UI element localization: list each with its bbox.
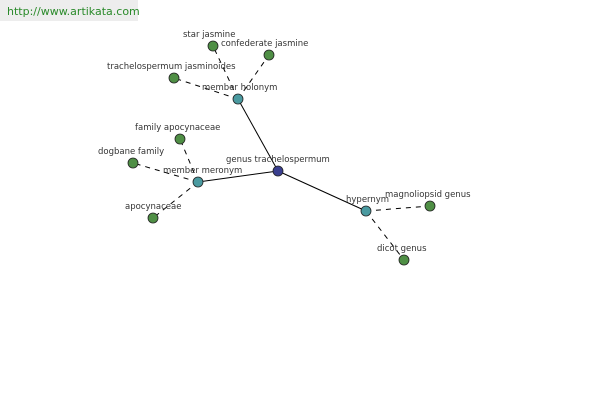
word-label[interactable]: dogbane family bbox=[98, 147, 164, 157]
word-node[interactable] bbox=[174, 133, 186, 145]
url-banner: http://www.artikata.com bbox=[0, 0, 140, 21]
word-node[interactable] bbox=[127, 157, 139, 169]
word-label[interactable]: trachelospermum jasminoides bbox=[107, 62, 236, 72]
relation-node-holonym[interactable] bbox=[232, 93, 244, 105]
edge-center-holonym bbox=[237, 98, 279, 172]
edge-hypernym-w8 bbox=[365, 210, 405, 261]
edge-meronym-w4 bbox=[179, 138, 199, 183]
edge-meronym-w6 bbox=[152, 181, 199, 219]
edge-center-hypernym bbox=[277, 170, 367, 212]
relation-label-hypernym[interactable]: hypernym bbox=[346, 195, 389, 205]
edge-holonym-w2 bbox=[237, 54, 270, 100]
center-label[interactable]: genus trachelospermum bbox=[226, 155, 330, 165]
word-node[interactable] bbox=[207, 40, 219, 52]
edge-holonym-w3 bbox=[173, 77, 239, 100]
word-node[interactable] bbox=[424, 200, 436, 212]
word-node[interactable] bbox=[147, 212, 159, 224]
word-label[interactable]: apocynaceae bbox=[125, 202, 181, 212]
relation-node-meronym[interactable] bbox=[192, 176, 204, 188]
word-label[interactable]: magnoliopsid genus bbox=[385, 190, 471, 200]
center-node[interactable] bbox=[272, 165, 284, 177]
edge-meronym-w5 bbox=[132, 162, 199, 183]
relation-node-hypernym[interactable] bbox=[360, 205, 372, 217]
word-label[interactable]: confederate jasmine bbox=[221, 39, 308, 49]
word-node[interactable] bbox=[168, 72, 180, 84]
relation-label-meronym[interactable]: member meronym bbox=[163, 166, 242, 176]
edge-center-meronym bbox=[197, 170, 279, 183]
word-node[interactable] bbox=[398, 254, 410, 266]
word-label[interactable]: star jasmine bbox=[183, 30, 235, 40]
relation-label-holonym[interactable]: member holonym bbox=[202, 83, 277, 93]
edge-hypernym-w7 bbox=[365, 205, 431, 212]
word-label[interactable]: family apocynaceae bbox=[135, 123, 220, 133]
word-label[interactable]: dicot genus bbox=[377, 244, 427, 254]
word-node[interactable] bbox=[263, 49, 275, 61]
site-url-link[interactable]: http://www.artikata.com bbox=[7, 5, 140, 18]
